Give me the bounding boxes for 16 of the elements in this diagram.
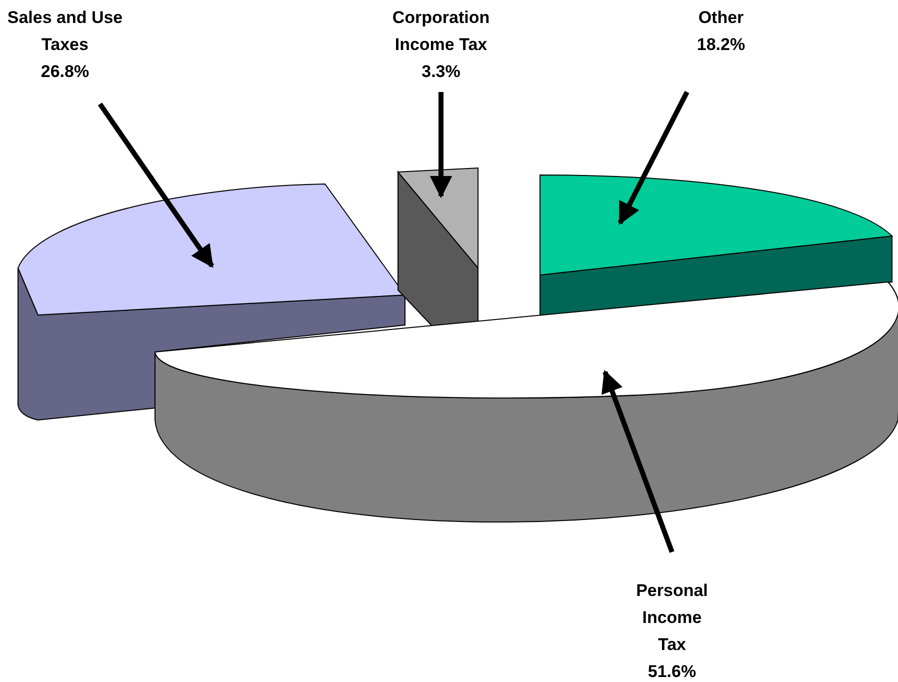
percent-label: 3.3% (420, 61, 462, 83)
percent-label: 51.6% (646, 661, 698, 682)
pie-slice (18, 184, 406, 420)
category-label: Corporation Income Tax (391, 7, 491, 56)
arrow (98, 102, 214, 268)
pie-slice (396, 167, 478, 327)
category-label: Other (697, 7, 745, 29)
arrow (602, 370, 674, 553)
pie-slice (154, 282, 898, 522)
percent-label: 18.2% (696, 34, 746, 56)
pie-slice (540, 174, 892, 316)
category-label: Sales and Use Taxes (6, 7, 124, 56)
arrow (618, 90, 690, 225)
percent-label: 26.8% (40, 61, 90, 83)
category-label: Personal Income Tax (635, 580, 709, 656)
arrow (430, 92, 452, 198)
